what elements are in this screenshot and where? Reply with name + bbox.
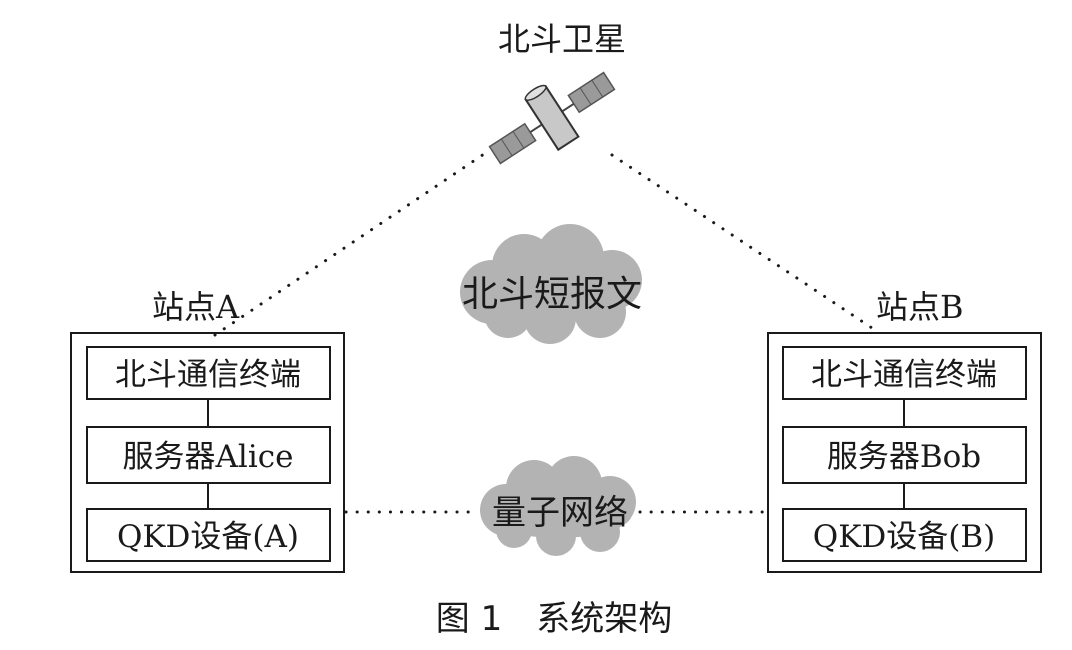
station-b-terminal-box <box>782 346 1027 400</box>
cloud-icon <box>460 224 642 344</box>
station-a-server-box <box>86 426 331 484</box>
station-a-box <box>70 332 345 573</box>
station-a-terminal-label: 北斗通信终端 <box>115 357 301 393</box>
quantum-cloud-label: 量子网络 <box>492 493 628 533</box>
station-b-server-label: 服务器Bob <box>827 439 981 475</box>
station-b-qkd-box <box>782 508 1027 562</box>
link-satellite-station-b <box>610 153 874 330</box>
station-b-qkd-label: QKD设备(B) <box>813 519 995 555</box>
cloud-icon <box>480 456 636 556</box>
station-b-label: 站点B <box>876 288 964 326</box>
station-a-qkd-box <box>86 508 331 562</box>
station-a-terminal-box <box>86 346 331 400</box>
sms-cloud-label: 北斗短报文 <box>462 274 642 315</box>
link-station-a-satellite <box>213 148 492 337</box>
station-b-terminal-label: 北斗通信终端 <box>811 357 997 393</box>
satellite-icon <box>488 71 616 165</box>
station-b-server-box <box>782 426 1027 484</box>
station-a-qkd-label: QKD设备(A) <box>117 519 299 555</box>
station-a-server-label: 服务器Alice <box>123 439 294 475</box>
satellite-label: 北斗卫星 <box>498 20 626 58</box>
station-b-box <box>767 332 1042 573</box>
figure-caption: 图 1 系统架构 <box>436 599 672 639</box>
station-a-label: 站点A <box>152 288 240 326</box>
